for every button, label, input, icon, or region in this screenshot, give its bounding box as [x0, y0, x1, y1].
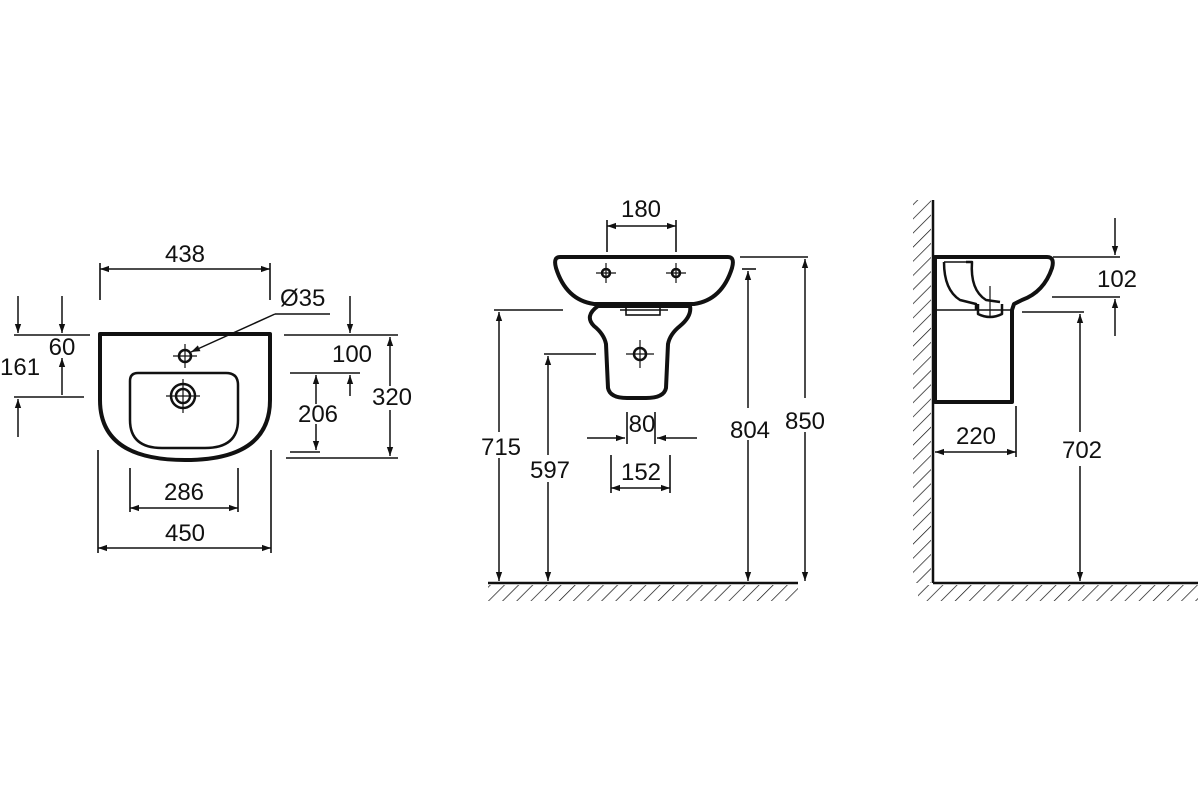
floor-hatch-side — [918, 585, 1198, 601]
top-view: 438 Ø35 286 450 60 161 100 206 — [0, 241, 412, 553]
dim-597: 597 — [530, 457, 570, 484]
floor-hatch-front — [488, 585, 798, 601]
dim-d35: Ø35 — [280, 285, 325, 312]
dim-102: 102 — [1097, 266, 1137, 293]
dim-180: 180 — [621, 196, 661, 223]
tap-hole — [173, 344, 197, 368]
front-view: 180 80 152 715 597 804 850 — [481, 196, 825, 601]
wall-hatch — [913, 200, 931, 583]
tap-hole-right — [666, 263, 686, 283]
pedestal — [587, 304, 693, 400]
waste-outlet — [166, 379, 200, 413]
basin-profile-side — [933, 255, 1055, 404]
dim-152: 152 — [621, 459, 661, 486]
dim-715: 715 — [481, 434, 521, 461]
dim-80: 80 — [629, 411, 656, 438]
dim-286: 286 — [164, 479, 204, 506]
waste-point — [626, 340, 654, 368]
dim-804: 804 — [730, 417, 770, 444]
basin-outline-top — [98, 332, 272, 462]
dim-320: 320 — [372, 384, 412, 411]
dim-206: 206 — [298, 401, 338, 428]
dim-161: 161 — [0, 354, 40, 381]
dim-702: 702 — [1062, 437, 1102, 464]
dim-100: 100 — [332, 341, 372, 368]
basin-outline-front — [553, 255, 735, 306]
dim-220: 220 — [956, 423, 996, 450]
dim-850: 850 — [785, 408, 825, 435]
side-view: 102 220 702 — [913, 200, 1198, 601]
inner-bowl-top — [128, 371, 240, 450]
dim-60: 60 — [49, 334, 76, 361]
dim-450: 450 — [165, 520, 205, 547]
tap-hole-left — [596, 263, 616, 283]
dim-438: 438 — [165, 241, 205, 268]
